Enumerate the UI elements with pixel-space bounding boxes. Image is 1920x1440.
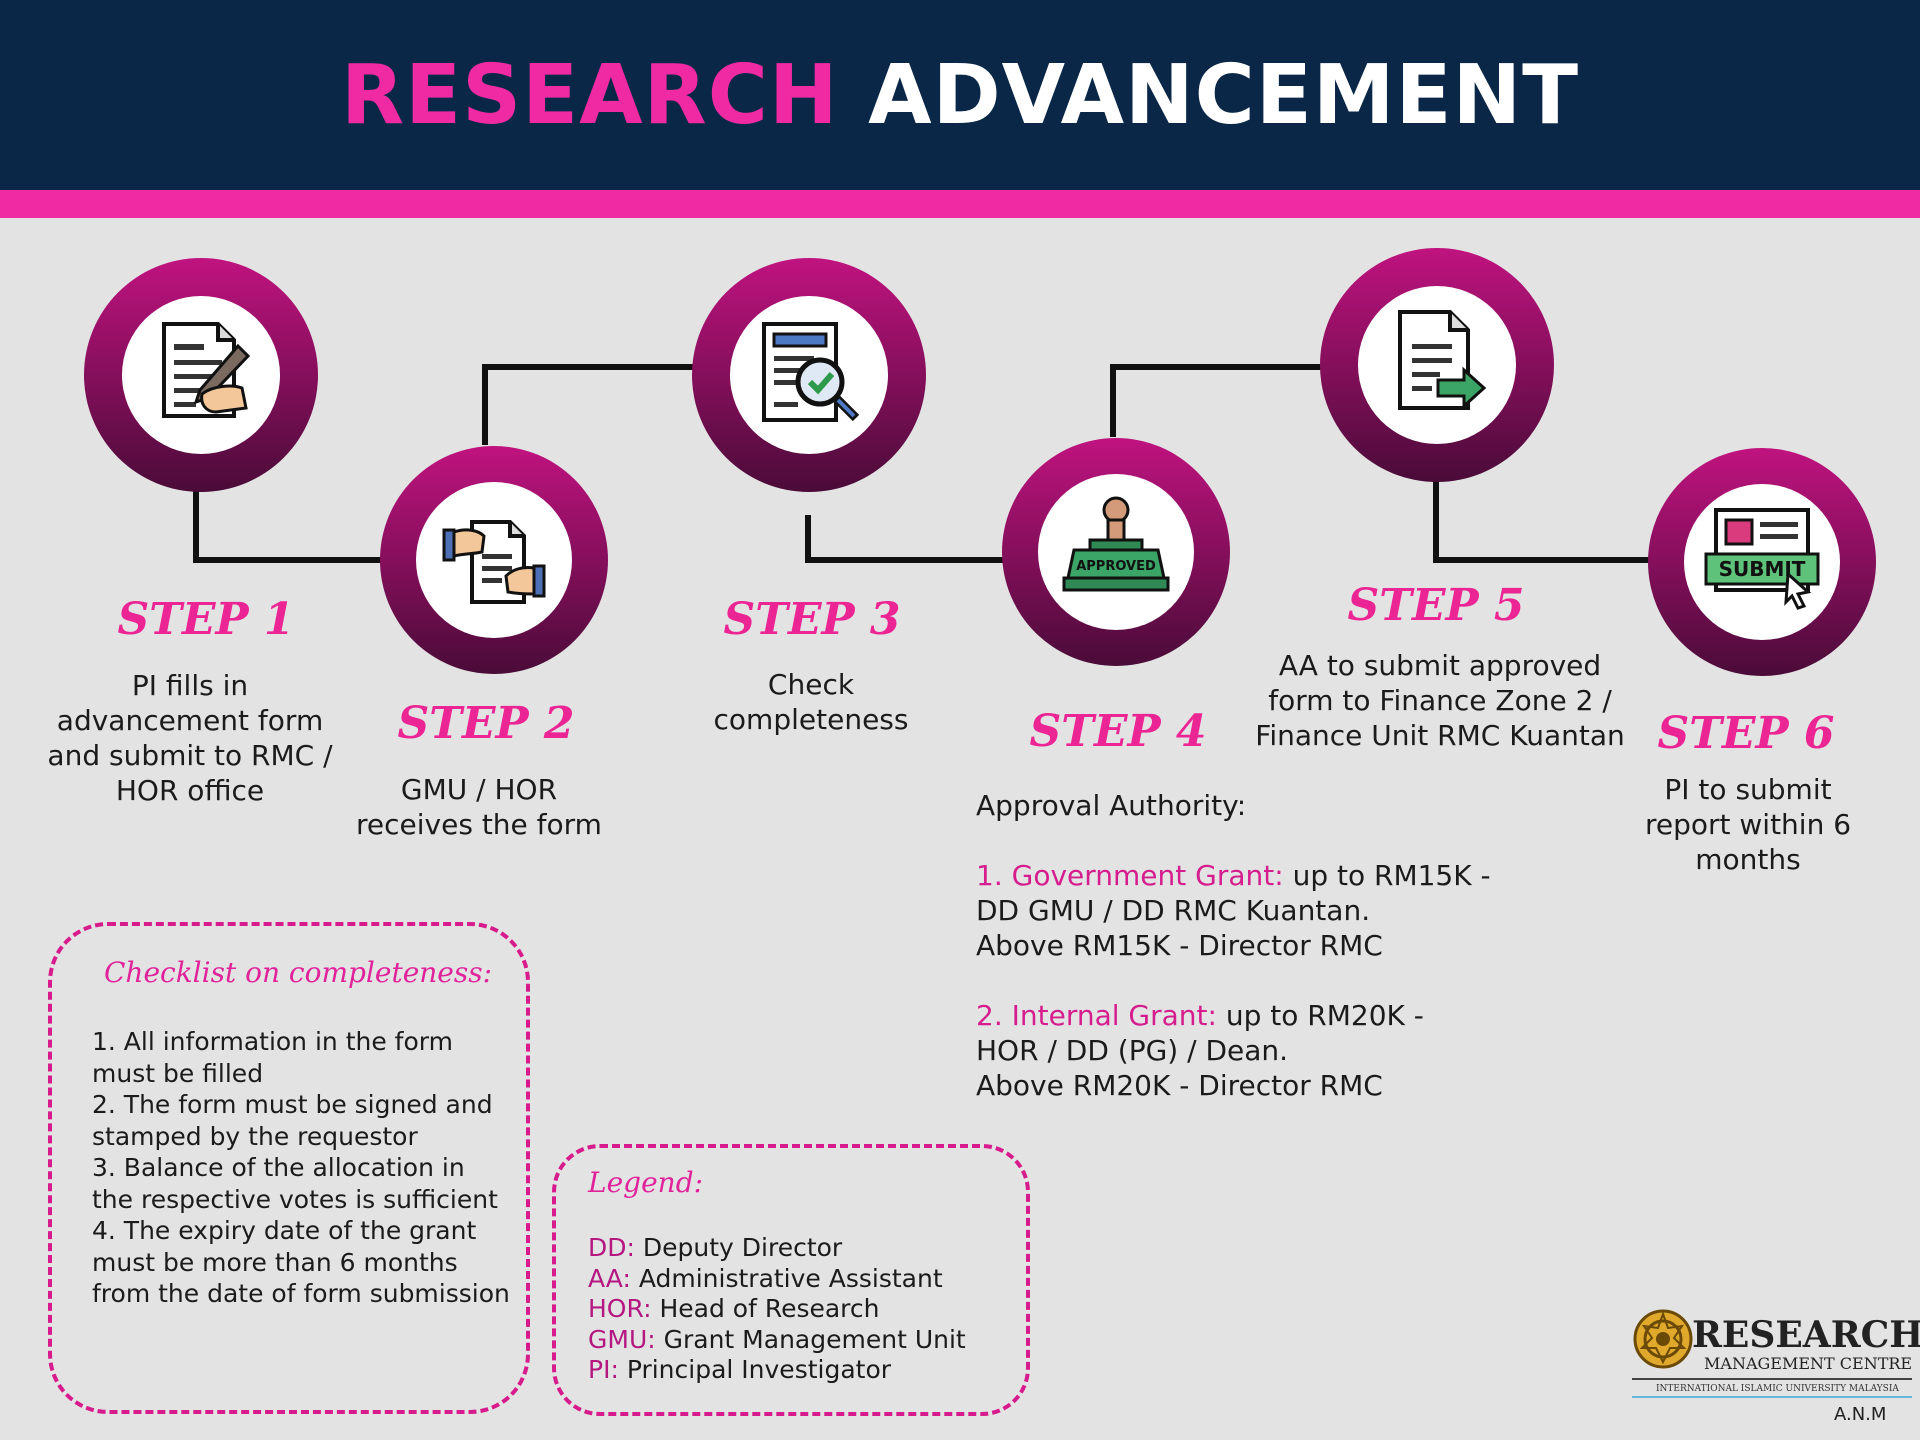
document-check-magnifier-icon — [762, 322, 860, 422]
legend-item: GMU: Grant Management Unit — [588, 1325, 1028, 1356]
step-1-text: PI fills in advancement form and submit … — [47, 669, 333, 807]
legend-meaning: Deputy Director — [634, 1233, 843, 1262]
step-2-text: GMU / HOR receives the form — [356, 773, 602, 841]
approval-item-1-line2: DD GMU / DD RMC Kuantan. — [976, 894, 1371, 927]
step-2-node — [380, 446, 608, 674]
rmc-logo: RESEARCH MANAGEMENT CENTRE INTERNATIONAL… — [1632, 1306, 1920, 1436]
legend-abbr: AA: — [588, 1263, 631, 1293]
legend-item: HOR: Head of Research — [588, 1294, 1028, 1325]
approval-item-2-label: 2. Internal Grant: — [976, 999, 1217, 1032]
checklist-item: 2. The form must be signed and stamped b… — [92, 1090, 493, 1151]
connector-2-3 — [482, 364, 700, 445]
title-rest: ADVANCEMENT — [868, 48, 1580, 143]
legend-abbr: DD: — [588, 1233, 635, 1262]
checklist-box — [48, 922, 530, 1414]
checklist-title: Checklist on completeness: — [104, 956, 493, 989]
approval-item-2-line3: Above RM20K - Director RMC — [976, 1069, 1383, 1102]
stamp-text: APPROVED — [1076, 559, 1156, 574]
step-3-label: STEP 3 — [723, 594, 901, 645]
form-writing-icon — [162, 322, 251, 418]
university-emblem-icon — [1633, 1309, 1693, 1369]
legend-abbr: HOR: — [588, 1294, 652, 1323]
document-handover-icon — [442, 520, 546, 604]
document-forward-icon — [1398, 310, 1487, 410]
header-stripe — [0, 190, 1920, 218]
submit-report-icon: SUBMIT — [1704, 508, 1820, 610]
step-4-node: APPROVED — [1002, 438, 1230, 666]
approval-item-1-line1: up to RM15K - — [1283, 859, 1491, 892]
connector-4-5 — [1110, 364, 1322, 437]
legend-abbr: GMU: — [588, 1324, 656, 1354]
approval-item-2-line1: up to RM20K - — [1216, 999, 1424, 1032]
approval-item-2: 2. Internal Grant: up to RM20K - — [976, 998, 1536, 1033]
legend-abbr: PI: — [588, 1355, 619, 1384]
connector-5-6 — [1433, 481, 1655, 563]
step-5-label: STEP 5 — [1347, 580, 1525, 631]
step-6-node: SUBMIT — [1648, 448, 1876, 676]
checklist-item: 4. The expiry date of the grant must be … — [92, 1216, 510, 1308]
legend-item: AA: Administrative Assistant — [588, 1264, 1028, 1295]
legend-title: Legend: — [588, 1166, 704, 1199]
approved-stamp-icon: APPROVED — [1062, 496, 1170, 592]
header-banner — [0, 0, 1920, 190]
legend-item: DD: Deputy Director — [588, 1233, 1028, 1264]
step-5-text: AA to submit approved form to Finance Zo… — [1255, 649, 1625, 752]
approval-item-1: 1. Government Grant: up to RM15K - — [976, 858, 1536, 893]
approval-item-1-line3: Above RM15K - Director RMC — [976, 929, 1383, 962]
step-1-label: STEP 1 — [117, 594, 295, 645]
logo-university-text: INTERNATIONAL ISLAMIC UNIVERSITY MALAYSI… — [1656, 1384, 1899, 1394]
page-title: RESEARCH ADVANCEMENT — [0, 48, 1920, 143]
approval-heading: Approval Authority: — [976, 789, 1247, 822]
logo-sub-text: MANAGEMENT CENTRE — [1704, 1354, 1913, 1373]
approval-authority: Approval Authority: 1. Government Grant:… — [976, 788, 1536, 1103]
step-2-label: STEP 2 — [397, 698, 575, 749]
legend-items: DD: Deputy Director AA: Administrative A… — [588, 1233, 1028, 1386]
approval-item-2-line2: HOR / DD (PG) / Dean. — [976, 1034, 1289, 1067]
checklist-item: 1. All information in the form must be f… — [92, 1027, 453, 1088]
step-6-label: STEP 6 — [1657, 708, 1835, 759]
step-5-node — [1320, 248, 1554, 482]
checklist-item: 3. Balance of the allocation in the resp… — [92, 1153, 498, 1214]
step-1-node — [84, 258, 318, 492]
legend-meaning: Head of Research — [651, 1294, 880, 1323]
step-3-text: Check completeness — [713, 668, 909, 736]
step-6-text: PI to submit report within 6 months — [1644, 773, 1852, 876]
approval-item-1-label: 1. Government Grant: — [976, 859, 1284, 892]
legend-meaning: Principal Investigator — [618, 1355, 892, 1384]
logo-divider-bottom — [1632, 1396, 1912, 1398]
credit-text: A.N.M — [1834, 1404, 1887, 1425]
logo-divider — [1632, 1378, 1912, 1380]
step-3-node — [692, 258, 926, 492]
legend-meaning: Grant Management Unit — [655, 1324, 966, 1354]
logo-main-text: RESEARCH — [1692, 1314, 1920, 1356]
step-4-label: STEP 4 — [1029, 706, 1207, 757]
legend-item: PI: Principal Investigator — [588, 1355, 1028, 1386]
checklist-items: 1. All information in the form must be f… — [92, 1026, 512, 1310]
connector-1-2 — [193, 490, 395, 563]
title-highlight: RESEARCH — [340, 48, 839, 143]
legend-box — [552, 1144, 1030, 1416]
legend-meaning: Administrative Assistant — [630, 1263, 943, 1293]
connector-3-4 — [805, 515, 1010, 563]
